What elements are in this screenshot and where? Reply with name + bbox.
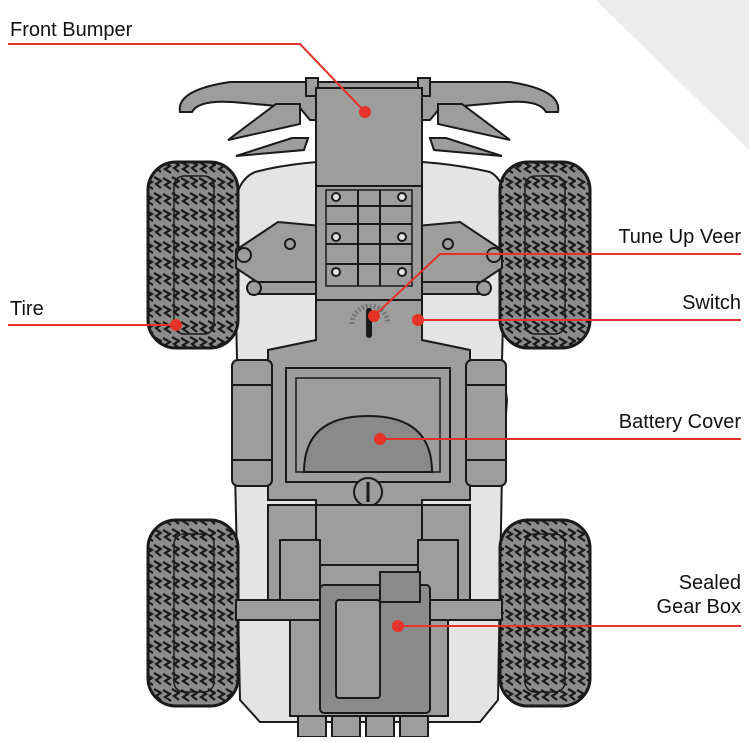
label-battery-cover: Battery Cover [618, 411, 741, 433]
gear-box [319, 571, 431, 714]
corner-decoration-top-right [596, 0, 749, 150]
label-gear-box: Gear Box [656, 596, 741, 618]
front-chassis-plate [315, 87, 423, 187]
label-front-bumper: Front Bumper [10, 19, 133, 41]
leader-front-bumper [8, 43, 366, 113]
tire-front-left [146, 160, 240, 350]
label-switch: Switch [682, 292, 741, 314]
tire-rear-right [498, 518, 592, 708]
front-grid [315, 185, 423, 301]
tire-rear-left [146, 518, 240, 708]
label-sealed: Sealed [678, 572, 741, 594]
label-tune-up-veer: Tune Up Veer [618, 226, 741, 248]
leader-lines [8, 43, 741, 632]
label-tire: Tire [10, 298, 44, 320]
battery-cover-shape [285, 367, 451, 483]
side-pods [231, 359, 507, 487]
leader-tune-up-veer [373, 253, 741, 317]
